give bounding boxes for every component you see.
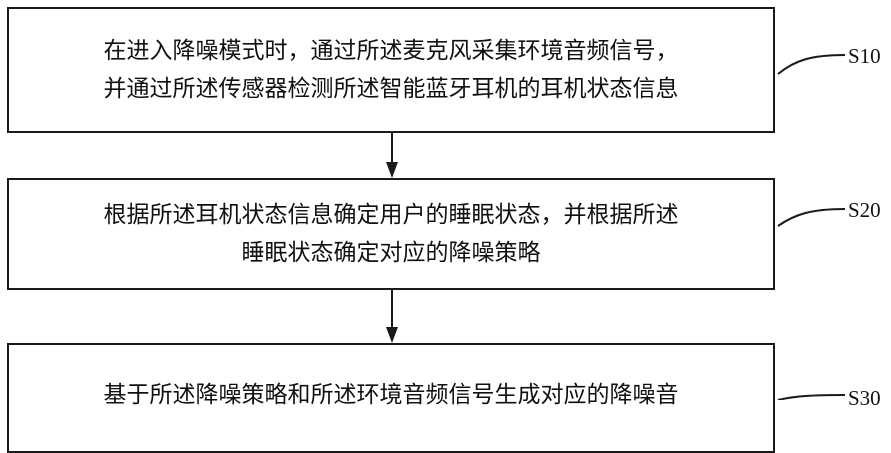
step-text-line: 根据所述耳机状态信息确定用户的睡眠状态，并根据所述 [103, 202, 679, 228]
step-text-line: 在进入降噪模式时，通过所述麦克风采集环境音频信号， [103, 38, 679, 64]
step-label-s10: S10 [848, 44, 881, 68]
step-text-line: 睡眠状态确定对应的降噪策略 [241, 240, 541, 266]
step-label-s30: S30 [848, 386, 881, 410]
label-leader-s20 [777, 208, 846, 227]
step-box-s20: 根据所述耳机状态信息确定用户的睡眠状态，并根据所述 睡眠状态确定对应的降噪策略 [7, 178, 775, 290]
step-text-line: 并通过所述传感器检测所述智能蓝牙耳机的耳机状态信息 [103, 76, 679, 102]
step-text-line: 基于所述降噪策略和所述环境音频信号生成对应的降噪音 [103, 382, 679, 408]
step-box-s30: 基于所述降噪策略和所述环境音频信号生成对应的降噪音 [7, 343, 775, 453]
step-box-s10: 在进入降噪模式时，通过所述麦克风采集环境音频信号， 并通过所述传感器检测所述智能… [7, 7, 775, 133]
step-label-s20: S20 [848, 198, 881, 222]
flow-arrow-head [386, 327, 398, 343]
label-leader-s10 [777, 54, 846, 75]
flow-arrow-head [386, 162, 398, 178]
label-leader-s30 [777, 394, 846, 400]
